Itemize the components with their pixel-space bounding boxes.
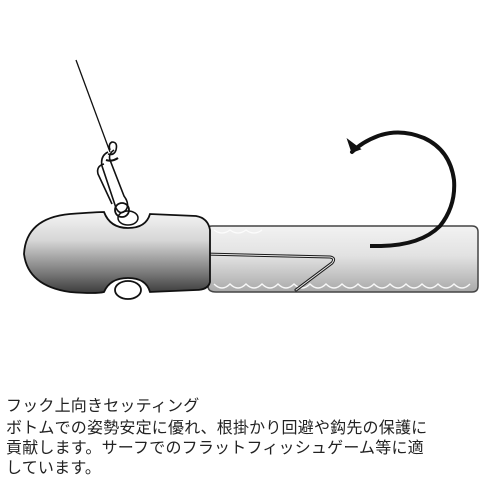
jig-rig-illustration	[23, 59, 479, 300]
soft-worm	[202, 225, 479, 293]
caption-line: しています。	[6, 458, 102, 477]
fishing-line	[75, 59, 111, 153]
caption-line: 貢献します。サーフでのフラットフィッシュゲーム等に適	[6, 438, 424, 457]
hook	[346, 130, 457, 248]
caption-title: フック上向きセッティング	[6, 396, 200, 415]
caption-body: ボトムでの姿勢安定に優れ、根掛かり回避や鈎先の保護に 貢献します。サーフでのフラ…	[6, 418, 474, 478]
caption-line: ボトムでの姿勢安定に優れ、根掛かり回避や鈎先の保護に	[6, 418, 428, 437]
jig-head-sinker	[23, 210, 211, 300]
snap	[96, 141, 130, 218]
